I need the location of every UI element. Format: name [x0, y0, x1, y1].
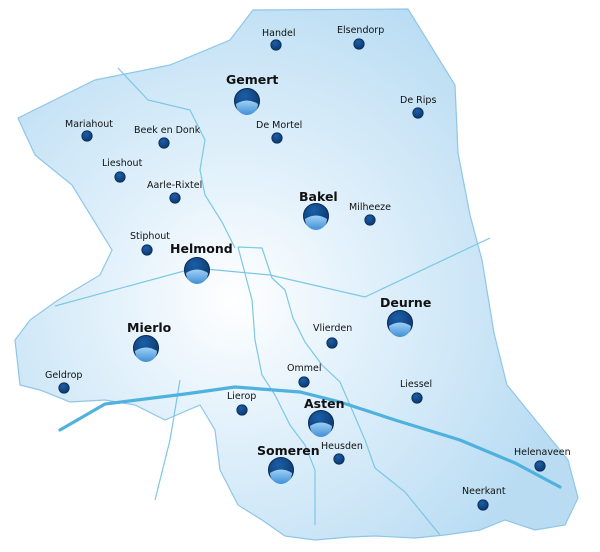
label-de-rips: De Rips — [400, 95, 437, 106]
label-beek-en-donk: Beek en Donk — [134, 125, 201, 136]
road-2 — [54, 237, 491, 307]
label-vlierden: Vlierden — [313, 323, 353, 334]
label-stiphout: Stiphout — [130, 231, 171, 242]
label-geldrop: Geldrop — [45, 370, 83, 381]
small-markers — [58, 38, 546, 511]
road-3 — [237, 246, 441, 536]
marker-someren — [268, 457, 294, 484]
label-helmond: Helmond — [170, 241, 233, 256]
label-neerkant: Neerkant — [462, 486, 506, 497]
marker-aarle-rixtel — [169, 192, 181, 204]
label-liessel: Liessel — [400, 379, 433, 390]
road-5 — [154, 379, 181, 501]
marker-beek-en-donk — [158, 137, 170, 149]
marker-heusden — [333, 453, 345, 465]
marker-helenaveen — [534, 460, 546, 472]
label-aarle-rixtel: Aarle-Rixtel — [147, 180, 203, 191]
marker-bakel — [303, 203, 329, 230]
label-lierop: Lierop — [227, 391, 257, 402]
label-bakel: Bakel — [299, 189, 338, 204]
label-mariahout: Mariahout — [65, 119, 113, 130]
label-gemert: Gemert — [226, 72, 279, 87]
marker-asten — [308, 410, 334, 437]
marker-liessel — [411, 392, 423, 404]
label-lieshout: Lieshout — [102, 158, 143, 169]
label-mierlo: Mierlo — [127, 320, 172, 335]
label-heusden: Heusden — [321, 441, 363, 452]
region-boundary — [14, 8, 579, 541]
marker-de-mortel — [271, 132, 283, 144]
road-1 — [117, 67, 236, 249]
label-milheeze: Milheeze — [349, 202, 392, 213]
marker-mierlo — [133, 335, 159, 362]
label-someren: Someren — [257, 443, 320, 458]
label-helenaveen: Helenaveen — [514, 447, 571, 458]
marker-helmond — [184, 257, 210, 284]
road-4 — [237, 246, 316, 525]
label-ommel: Ommel — [287, 363, 322, 374]
marker-elsendorp — [353, 38, 365, 50]
label-asten: Asten — [304, 396, 345, 411]
canal — [58, 385, 562, 489]
marker-handel — [270, 39, 282, 51]
marker-lieshout — [114, 171, 126, 183]
marker-mariahout — [81, 130, 93, 142]
marker-deurne — [387, 310, 413, 337]
marker-stiphout — [141, 244, 153, 256]
label-elsendorp: Elsendorp — [337, 25, 385, 36]
marker-gemert — [234, 88, 260, 115]
marker-neerkant — [477, 499, 489, 511]
marker-vlierden — [326, 337, 338, 349]
marker-geldrop — [58, 382, 70, 394]
marker-milheeze — [364, 214, 376, 226]
marker-ommel — [298, 376, 310, 388]
label-deurne: Deurne — [380, 295, 432, 310]
marker-de-rips — [412, 107, 424, 119]
label-de-mortel: De Mortel — [256, 120, 303, 131]
road-network — [54, 67, 491, 536]
marker-lierop — [236, 404, 248, 416]
label-handel: Handel — [262, 28, 296, 39]
